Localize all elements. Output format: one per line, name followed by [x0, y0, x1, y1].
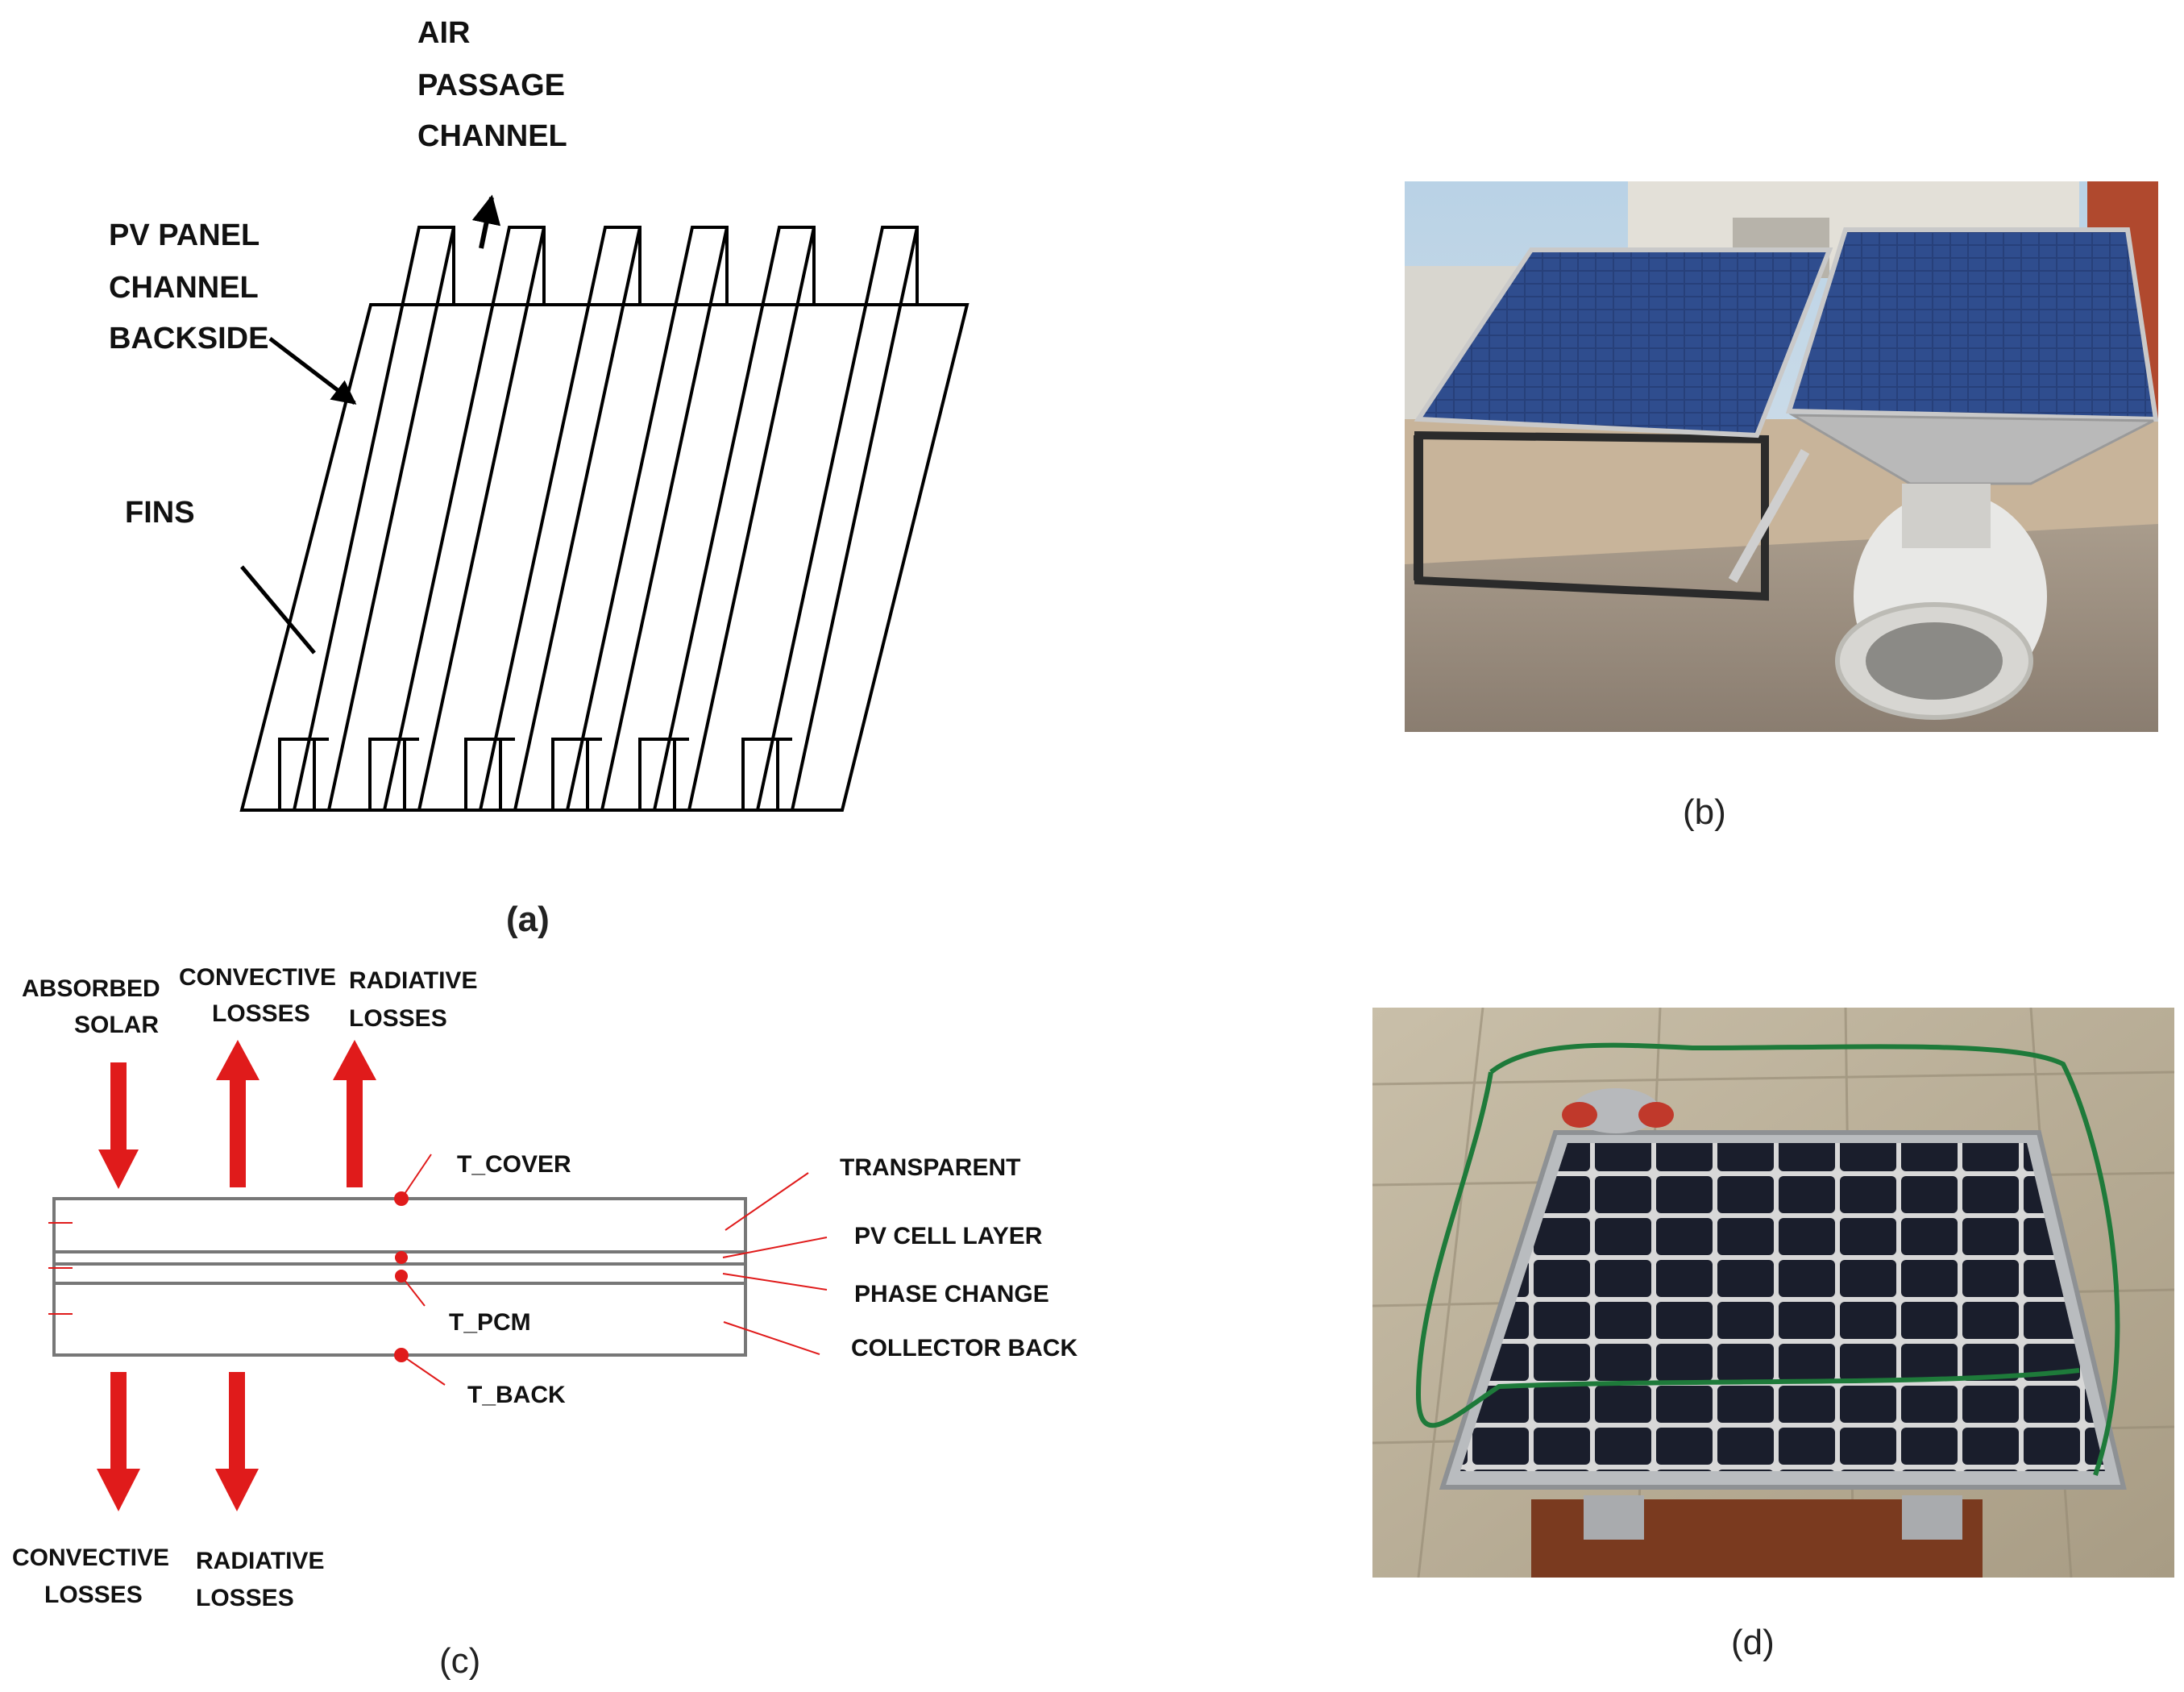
t-back-label: T_BACK	[467, 1382, 566, 1408]
air-label-line-2: PASSAGE	[417, 69, 565, 102]
top-radiative-label-line-1: RADIATIVE	[349, 967, 477, 994]
top-convective-arrow	[216, 1040, 260, 1187]
backside-plate	[239, 303, 970, 812]
t-pcm-marker-1	[395, 1251, 408, 1264]
fin	[464, 226, 641, 811]
fin	[368, 226, 546, 811]
fins-pointer	[240, 565, 316, 655]
panel-d-photo: (d)	[1372, 1008, 2174, 1662]
bottom-radiative-arrow	[215, 1372, 259, 1511]
fins-group	[278, 226, 919, 811]
air-flow-arrow	[471, 194, 501, 249]
backside-label-line-1: PV PANEL	[109, 218, 260, 252]
left-pv-panel	[1414, 247, 1833, 439]
layer-label-phase-change: PHASE CHANGE	[854, 1281, 1049, 1307]
panel-a-fin-diagram: AIR PASSAGE CHANNEL PV PANEL CHANNEL BAC…	[109, 16, 970, 939]
absorbed-label-line-2: SOLAR	[74, 1012, 159, 1038]
bottom-radiative-label-line-1: RADIATIVE	[196, 1548, 324, 1574]
bottom-convective-label-line-2: LOSSES	[44, 1582, 143, 1608]
absorbed-solar-arrow	[98, 1062, 139, 1189]
layer-label-transparent: TRANSPARENT	[840, 1154, 1020, 1181]
backside-label-line-2: CHANNEL	[109, 271, 259, 305]
panel-b-photo: (b)	[1405, 181, 2158, 832]
t-cover-label: T_COVER	[457, 1151, 571, 1178]
top-radiative-label-line-2: LOSSES	[349, 1005, 447, 1032]
absorbed-label-line-1: ABSORBED	[22, 975, 160, 1002]
caption-c: (c)	[439, 1641, 480, 1681]
fin	[638, 226, 816, 811]
air-label-line-3: CHANNEL	[417, 119, 567, 153]
layer-label-collector-back: COLLECTOR BACK	[851, 1335, 1077, 1361]
bottom-convective-arrow	[97, 1372, 140, 1511]
t-pcm-label: T_PCM	[449, 1309, 531, 1336]
bottom-convective-label-line-1: CONVECTIVE	[12, 1544, 169, 1571]
fin	[741, 226, 919, 811]
caption-d: (d)	[1731, 1623, 1775, 1662]
fin	[278, 226, 455, 811]
right-pv-panel	[1785, 227, 2158, 422]
top-convective-label-line-1: CONVECTIVE	[179, 964, 336, 991]
panel-c-layer-diagram: ABSORBED SOLAR CONVECTIVE LOSSES RADIATI…	[12, 964, 1077, 1681]
fins-label: FINS	[125, 496, 195, 530]
top-convective-label-line-2: LOSSES	[212, 1000, 310, 1027]
bottom-radiative-label-line-2: LOSSES	[196, 1585, 294, 1611]
layer-label-pv-cell: PV CELL LAYER	[854, 1223, 1043, 1249]
air-label-line-1: AIR	[417, 16, 470, 50]
top-radiative-arrow	[333, 1040, 376, 1187]
fin	[551, 226, 729, 811]
pv-module	[1460, 1143, 2105, 1471]
caption-a: (a)	[506, 900, 550, 939]
backside-label-line-3: BACKSIDE	[109, 322, 268, 355]
backside-pointer	[268, 337, 357, 405]
caption-b: (b)	[1683, 792, 1726, 832]
